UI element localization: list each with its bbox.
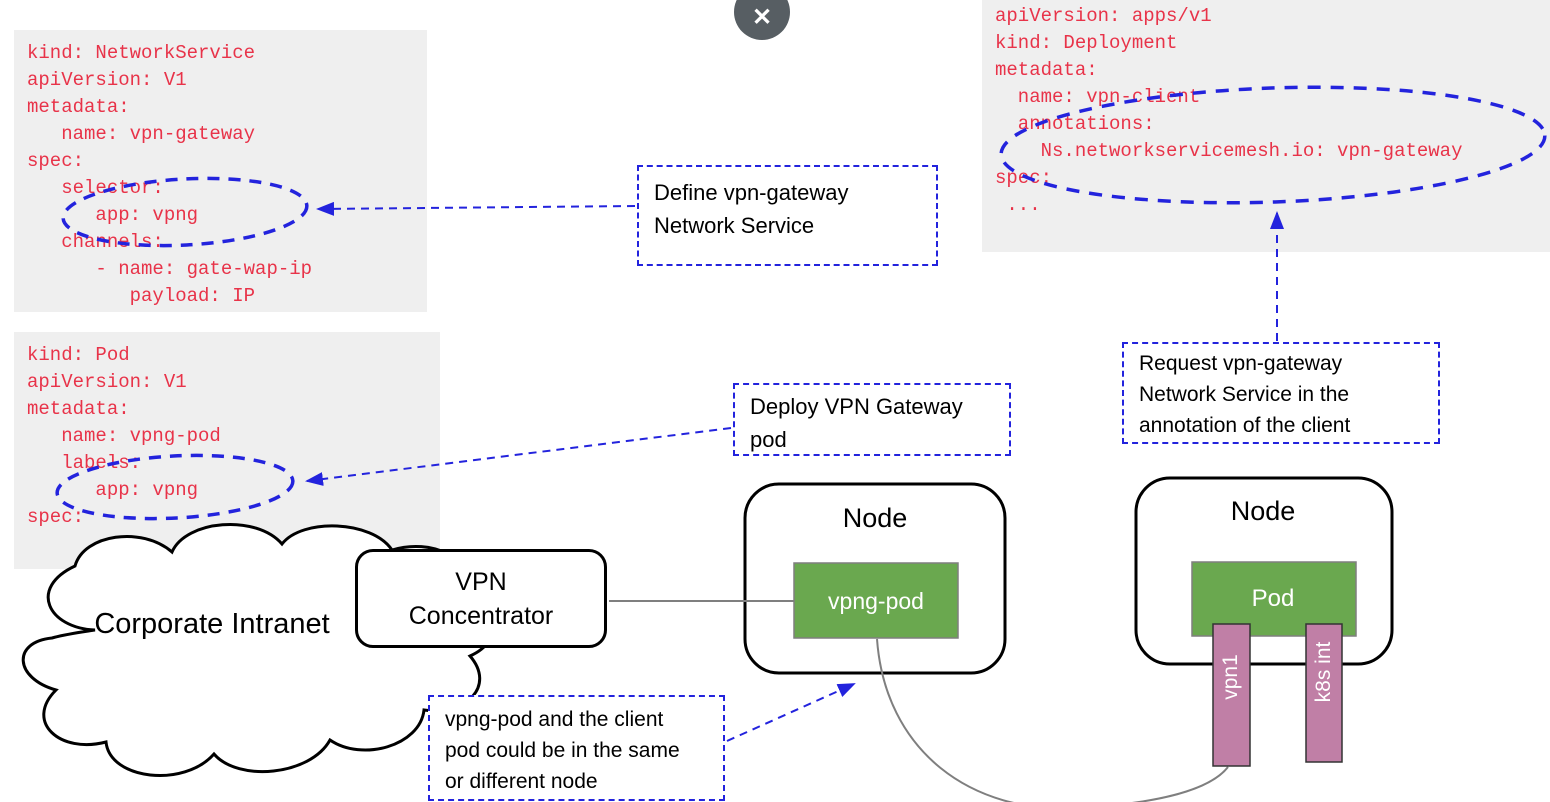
k8s-int-interface-label: k8s int xyxy=(1312,641,1335,703)
vpn1-interface-label: vpn1 xyxy=(1219,654,1242,700)
node-left-label: Node xyxy=(842,503,908,533)
highlight-ellipse-labels xyxy=(55,453,295,521)
client-pod-label: Pod xyxy=(1251,585,1295,612)
highlight-ellipse-selector xyxy=(61,176,309,248)
note-define-network-service: Define vpn-gateway Network Service xyxy=(637,165,938,266)
close-icon: ✕ xyxy=(751,4,773,31)
cloud-label: Corporate Intranet xyxy=(94,608,330,640)
arrow-define-to-selector xyxy=(316,201,636,216)
vpng-pod-label: vpng-pod xyxy=(828,588,924,614)
highlight-ellipse-annotation xyxy=(999,85,1547,205)
vpn-concentrator-label: VPN Concentrator xyxy=(408,567,554,630)
vpng-pod-box xyxy=(793,562,959,639)
yaml-networkservice-block: kind: NetworkService apiVersion: V1 meta… xyxy=(14,30,427,312)
node-right-label: Node xyxy=(1230,496,1296,526)
arrow-note-to-node xyxy=(726,683,856,742)
arrow-deploy-to-labels xyxy=(305,427,732,486)
link-vpngpod-vpn1-curve xyxy=(876,638,1229,802)
vpn1-interface-bar xyxy=(1212,623,1251,767)
yaml-pod-block: kind: Pod apiVersion: V1 metadata: name:… xyxy=(14,332,440,569)
note-deploy-vpn-gateway-pod: Deploy VPN Gateway pod xyxy=(733,383,1011,456)
yaml-deployment-block: apiVersion: apps/v1 kind: Deployment met… xyxy=(982,0,1550,252)
note-same-or-different-node: vpng-pod and the client pod could be in … xyxy=(428,695,725,801)
vpn-concentrator-box: VPN Concentrator xyxy=(355,549,607,648)
yaml-pod-code: kind: Pod apiVersion: V1 metadata: name:… xyxy=(27,344,221,555)
k8s-int-interface-bar xyxy=(1305,623,1343,763)
note-request-network-service: Request vpn-gateway Network Service in t… xyxy=(1122,342,1440,444)
yaml-deployment-code: apiVersion: apps/v1 kind: Deployment met… xyxy=(995,5,1463,216)
